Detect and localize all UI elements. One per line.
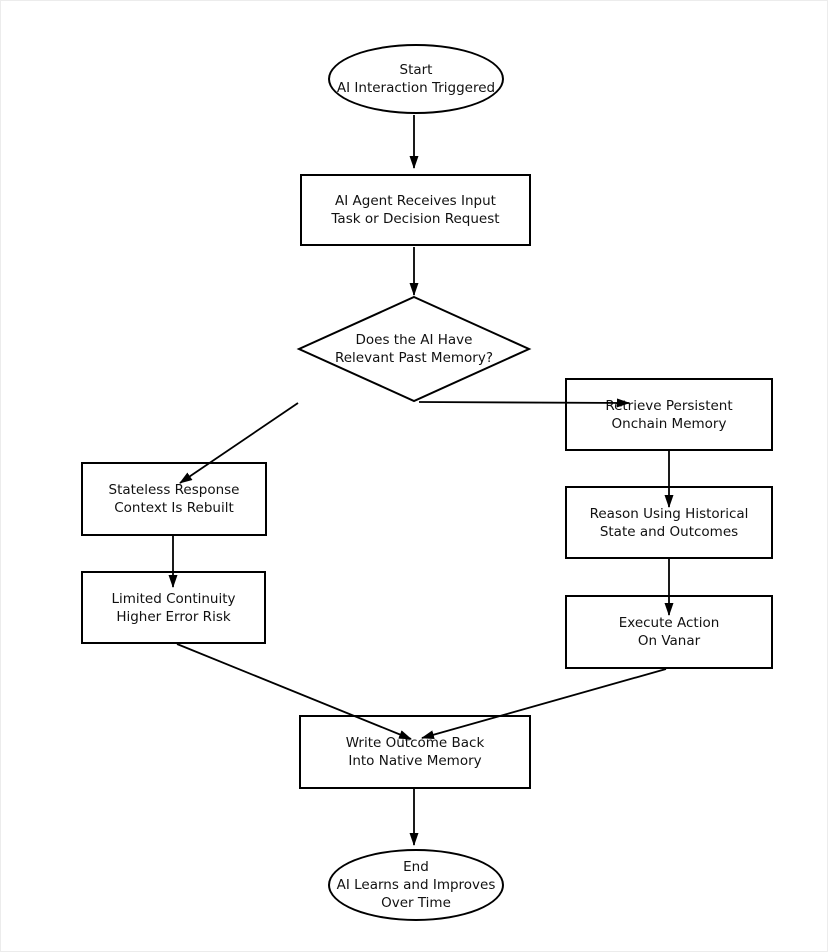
decision-diamond-shape (296, 295, 532, 403)
node-start-label: Start AI Interaction Triggered (336, 62, 496, 96)
node-end-label: End AI Learns and Improves Over Time (336, 859, 496, 911)
node-receive-input-label: AI Agent Receives Input Task or Decision… (331, 193, 500, 227)
node-memory-decision-label: Does the AI Have Relevant Past Memory? (334, 332, 494, 366)
node-limited-continuity-label: Limited Continuity Higher Error Risk (111, 590, 236, 625)
node-start: Start AI Interaction Triggered (328, 44, 504, 114)
node-execute-action-label: Execute Action On Vanar (618, 615, 720, 649)
node-memory-decision: Does the AI Have Relevant Past Memory? (264, 323, 564, 375)
node-reason-historical: Reason Using Historical State and Outcom… (565, 486, 773, 559)
node-retrieve-memory: Retrieve Persistent Onchain Memory (565, 378, 773, 451)
node-write-outcome: Write Outcome Back Into Native Memory (299, 715, 531, 789)
node-end: End AI Learns and Improves Over Time (328, 849, 504, 921)
node-write-outcome-label: Write Outcome Back Into Native Memory (345, 735, 485, 769)
node-stateless-response: Stateless Response Context Is Rebuilt (81, 462, 267, 536)
node-reason-historical-label: Reason Using Historical State and Outcom… (589, 505, 749, 540)
node-receive-input: AI Agent Receives Input Task or Decision… (300, 174, 531, 246)
node-execute-action: Execute Action On Vanar (565, 595, 773, 669)
node-limited-continuity: Limited Continuity Higher Error Risk (81, 571, 266, 644)
node-stateless-response-label: Stateless Response Context Is Rebuilt (108, 482, 240, 516)
node-retrieve-memory-label: Retrieve Persistent Onchain Memory (605, 397, 733, 432)
